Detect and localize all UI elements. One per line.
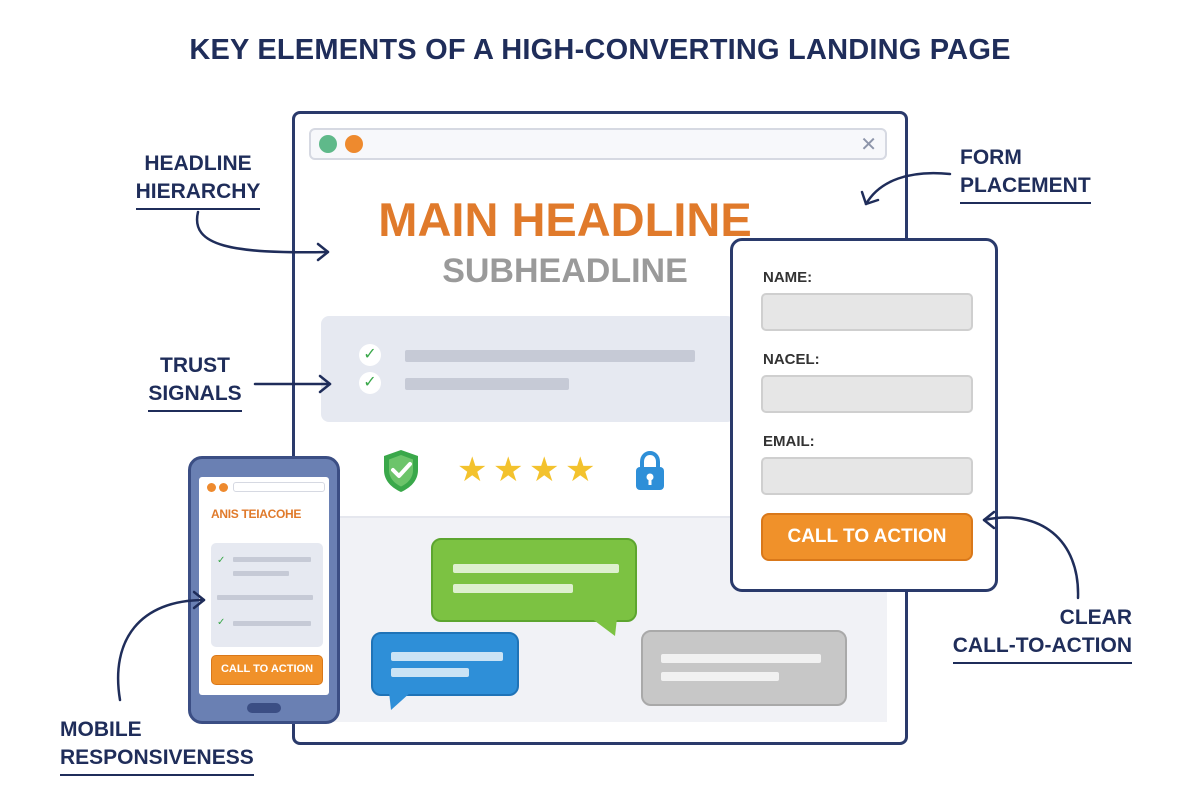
page-title: KEY ELEMENTS OF A HIGH-CONVERTING LANDIN… bbox=[189, 34, 1011, 66]
star-icon: ★ bbox=[493, 451, 524, 489]
placeholder-line bbox=[233, 557, 311, 562]
orange-window-dot bbox=[207, 483, 216, 492]
arrow-mobile-head bbox=[192, 590, 206, 610]
address-bar: ✕ bbox=[309, 128, 887, 160]
checkmark-icon: ✓ bbox=[217, 555, 226, 566]
form-label-second: NACEL: bbox=[763, 351, 820, 368]
callout-trust-line-2: SIGNALS bbox=[148, 380, 242, 412]
star-icon: ★ bbox=[529, 451, 560, 489]
star-icon: ★ bbox=[457, 451, 488, 489]
placeholder-line bbox=[217, 595, 313, 600]
phone-screen: ANIS TEIACOHE ✓ ✓ CALL TO ACTION bbox=[199, 477, 329, 695]
email-input[interactable] bbox=[761, 457, 973, 495]
callout-mobile-line-2: RESPONSIVENESS bbox=[60, 744, 254, 776]
callout-trust-signals: TRUST SIGNALS bbox=[140, 352, 250, 412]
placeholder-line bbox=[405, 378, 569, 390]
close-icon: ✕ bbox=[860, 134, 877, 156]
mobile-address-bar bbox=[233, 482, 325, 492]
call-to-action-button[interactable]: CALL TO ACTION bbox=[761, 513, 973, 561]
checkmark-icon: ✓ bbox=[359, 372, 381, 394]
name-input[interactable] bbox=[761, 293, 973, 331]
mobile-trust-box: ✓ ✓ bbox=[211, 543, 323, 647]
second-input[interactable] bbox=[761, 375, 973, 413]
arrow-trust-head bbox=[318, 374, 332, 394]
callout-form-placement: FORM PLACEMENT bbox=[960, 144, 1091, 204]
placeholder-line bbox=[661, 672, 779, 681]
callout-mobile-line-1: MOBILE bbox=[60, 718, 142, 741]
signup-form: NAME: NACEL: EMAIL: CALL TO ACTION bbox=[730, 238, 998, 592]
main-headline: MAIN HEADLINE bbox=[378, 193, 752, 246]
placeholder-line bbox=[233, 571, 289, 576]
form-label-name: NAME: bbox=[763, 269, 813, 286]
testimonials-area bbox=[327, 518, 887, 722]
orange-window-dot bbox=[219, 483, 228, 492]
mobile-phone: ANIS TEIACOHE ✓ ✓ CALL TO ACTION bbox=[188, 456, 340, 724]
callout-cta-line-1: CLEAR bbox=[1059, 606, 1132, 629]
bubble-tail bbox=[389, 692, 411, 710]
placeholder-line bbox=[453, 584, 573, 593]
home-button bbox=[247, 703, 281, 713]
subheadline: SUBHEADLINE bbox=[442, 252, 688, 290]
browser-window: ✕ MAIN HEADLINE SUBHEADLINE ✓ ✓ ★ ★ ★ ★ bbox=[292, 111, 908, 745]
green-chat-bubble bbox=[431, 538, 637, 636]
lock-icon bbox=[636, 450, 664, 490]
checkmark-icon: ✓ bbox=[217, 617, 226, 628]
placeholder-line bbox=[391, 668, 469, 677]
blue-chat-bubble bbox=[371, 632, 519, 710]
bubble-tail bbox=[591, 618, 617, 636]
callout-cta-line-2: CALL-TO-ACTION bbox=[952, 632, 1132, 664]
trust-signals-box: ✓ ✓ bbox=[321, 316, 735, 422]
orange-window-dot bbox=[345, 135, 363, 153]
mobile-headline: ANIS TEIACOHE bbox=[211, 507, 302, 521]
green-window-dot bbox=[319, 135, 337, 153]
callout-form-line-1: FORM bbox=[960, 146, 1022, 169]
star-icon: ★ bbox=[565, 451, 596, 489]
placeholder-line bbox=[233, 621, 311, 626]
callout-clear-cta: CLEAR CALL-TO-ACTION bbox=[936, 604, 1132, 664]
arrow-cta-head bbox=[982, 510, 996, 530]
arrow-cta bbox=[982, 516, 1080, 600]
arrow-mobile bbox=[116, 598, 206, 702]
shield-check-icon bbox=[384, 450, 418, 492]
arrow-form bbox=[864, 171, 952, 206]
callout-trust-line-1: TRUST bbox=[160, 354, 230, 377]
checkmark-icon: ✓ bbox=[359, 344, 381, 366]
arrow-headline-head bbox=[316, 242, 330, 262]
arrow-form-head bbox=[860, 190, 880, 206]
callout-mobile-responsiveness: MOBILE RESPONSIVENESS bbox=[60, 716, 254, 776]
placeholder-line bbox=[661, 654, 821, 663]
callout-headline-line-2: HIERARCHY bbox=[135, 178, 261, 210]
callout-headline-hierarchy: HEADLINE HIERARCHY bbox=[128, 150, 268, 210]
placeholder-line bbox=[453, 564, 619, 573]
section-divider bbox=[295, 516, 905, 518]
callout-headline-line-1: HEADLINE bbox=[144, 152, 252, 175]
callout-form-line-2: PLACEMENT bbox=[960, 172, 1091, 204]
form-label-email: EMAIL: bbox=[763, 433, 815, 450]
arrow-headline bbox=[195, 210, 330, 254]
placeholder-line bbox=[391, 652, 503, 661]
gray-chat-bubble bbox=[641, 630, 847, 706]
placeholder-line bbox=[405, 350, 695, 362]
mobile-call-to-action-button[interactable]: CALL TO ACTION bbox=[211, 655, 323, 685]
